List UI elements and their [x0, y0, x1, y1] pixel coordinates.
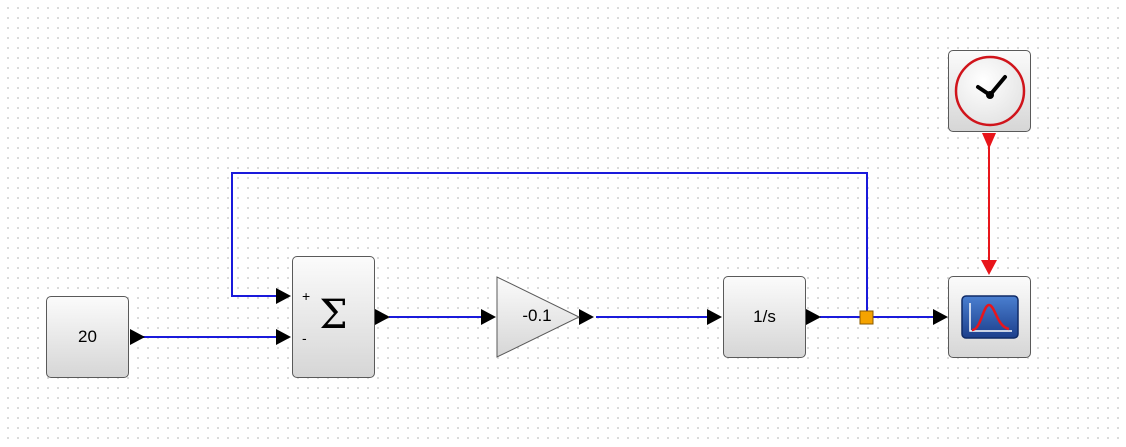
constant-output-port[interactable] — [130, 329, 145, 345]
integrator-block[interactable]: 1/s — [723, 276, 806, 358]
split-point[interactable] — [859, 310, 874, 325]
ports — [130, 288, 948, 345]
sum-minus-sign: - — [302, 330, 307, 346]
integrator-input-port[interactable] — [707, 309, 722, 325]
sum-input-port-minus[interactable] — [276, 329, 291, 345]
gain-block[interactable] — [496, 276, 581, 358]
sum-output-port[interactable] — [375, 309, 390, 325]
signal-links — [140, 172, 937, 338]
integrator-label: 1/s — [753, 307, 776, 326]
scope-event-input-port[interactable] — [981, 260, 997, 275]
sum-block[interactable]: + - Σ — [292, 256, 375, 378]
integrator-output-port[interactable] — [806, 309, 821, 325]
gain-output-port[interactable] — [579, 309, 594, 325]
constant-value: 20 — [78, 327, 97, 346]
sum-input-port-plus[interactable] — [276, 288, 291, 304]
scope-block[interactable] — [948, 276, 1031, 358]
scope-graph-icon — [960, 295, 1019, 339]
clock-event-output-port[interactable] — [982, 133, 996, 149]
clock-icon — [954, 55, 1025, 127]
clock-block[interactable] — [948, 50, 1031, 132]
sum-symbol: Σ — [319, 292, 348, 338]
gain-value: -0.1 — [522, 306, 552, 325]
sum-plus-sign: + — [302, 288, 311, 304]
scope-input-port[interactable] — [933, 309, 948, 325]
constant-block[interactable]: 20 — [46, 296, 129, 378]
gain-input-port[interactable] — [481, 309, 496, 325]
link-feedback[interactable] — [231, 172, 868, 317]
